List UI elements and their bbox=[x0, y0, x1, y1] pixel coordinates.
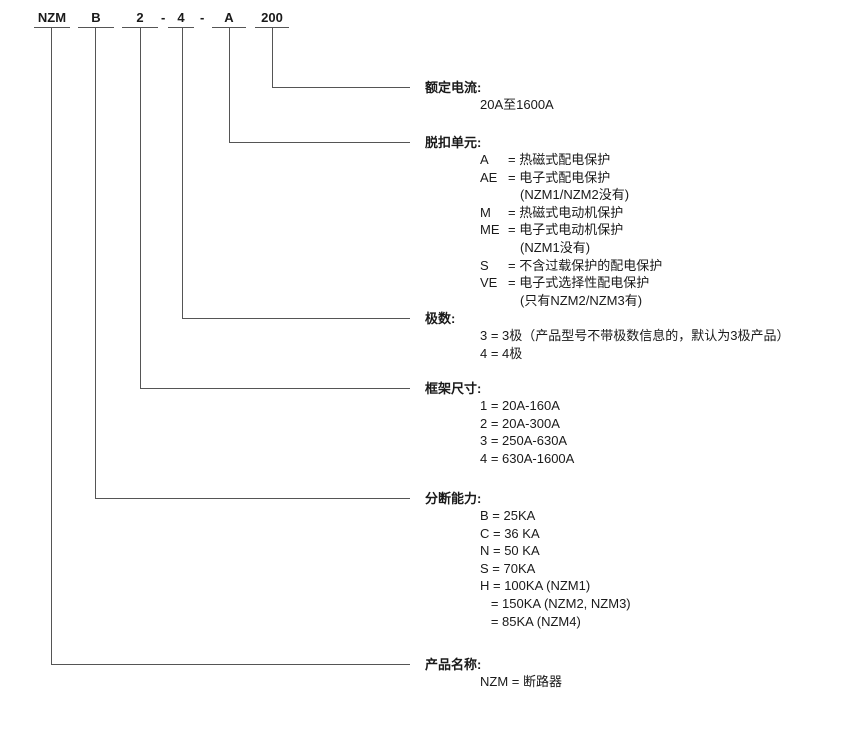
connector-frame-size-v bbox=[140, 28, 141, 389]
code-part-poles: 4 bbox=[177, 10, 185, 25]
list-item-note: (只有NZM2/NZM3有) bbox=[520, 292, 643, 308]
section-title: 极数: bbox=[425, 311, 456, 326]
section-items: 3 = 3极（产品型号不带极数信息的，默认为3极产品） 4 = 4极 bbox=[480, 327, 790, 362]
connector-frame-size-h bbox=[140, 388, 410, 389]
connector-poles-h bbox=[182, 318, 410, 319]
connector-breaking-capacity-h bbox=[95, 498, 410, 499]
section-rated-current: 额定电流: 20A至1600A bbox=[425, 79, 554, 114]
section-trip-unit: 脱扣单元: A= 热磁式配电保护 AE= 电子式配电保护 (NZM1/NZM2没… bbox=[425, 134, 662, 309]
list-item: 4 = 630A-1600A bbox=[480, 450, 575, 466]
code-underline-breaking-capacity bbox=[78, 27, 114, 28]
code-underline-trip-unit bbox=[212, 27, 246, 28]
code-underline-frame-size bbox=[122, 27, 158, 28]
section-poles: 极数: 3 = 3极（产品型号不带极数信息的，默认为3极产品） 4 = 4极 bbox=[425, 310, 790, 362]
list-item: B = 25KA bbox=[480, 508, 536, 523]
list-item: ME= 电子式电动机保护 bbox=[480, 222, 624, 238]
section-title: 框架尺寸: bbox=[425, 381, 482, 396]
code-separator-2: - bbox=[200, 10, 205, 25]
list-item: C = 36 KA bbox=[480, 525, 540, 541]
code-part-rated-current: 200 bbox=[261, 10, 283, 25]
list-item: S = 70KA bbox=[480, 560, 536, 576]
connector-rated-current-h bbox=[272, 87, 410, 88]
list-item: = 150KA (NZM2, NZM3) bbox=[480, 595, 631, 611]
list-item-note: (NZM1/NZM2没有) bbox=[520, 187, 630, 203]
section-frame-size: 框架尺寸: 1 = 20A-160A 2 = 20A-300A 3 = 250A… bbox=[425, 380, 574, 467]
list-item: 3 = 250A-630A bbox=[480, 433, 568, 449]
connector-product-name-v bbox=[51, 28, 52, 665]
code-part-frame-size: 2 bbox=[136, 10, 144, 25]
list-item: VE= 电子式选择性配电保护 bbox=[480, 275, 650, 291]
section-product-name: 产品名称: NZM = 断路器 bbox=[425, 656, 562, 691]
list-item: 1 = 20A-160A bbox=[480, 398, 560, 413]
list-item: NZM = 断路器 bbox=[480, 674, 562, 689]
code-separator-1: - bbox=[161, 10, 166, 25]
list-item: = 85KA (NZM4) bbox=[480, 613, 581, 629]
list-item: H = 100KA (NZM1) bbox=[480, 578, 591, 594]
connector-poles-v bbox=[182, 28, 183, 319]
list-item: N = 50 KA bbox=[480, 543, 540, 559]
list-item: 4 = 4极 bbox=[480, 345, 523, 361]
code-underline-nzm bbox=[34, 27, 70, 28]
section-items: 1 = 20A-160A 2 = 20A-300A 3 = 250A-630A … bbox=[480, 397, 574, 467]
code-part-nzm: NZM bbox=[37, 10, 67, 25]
list-item: 20A至1600A bbox=[480, 97, 554, 112]
section-items: A= 热磁式配电保护 AE= 电子式配电保护 (NZM1/NZM2没有) M= … bbox=[480, 151, 662, 309]
list-item-note: (NZM1没有) bbox=[520, 239, 591, 255]
list-item: 2 = 20A-300A bbox=[480, 415, 560, 431]
code-underline-rated-current bbox=[255, 27, 289, 28]
section-breaking-capacity: 分断能力: B = 25KA C = 36 KA N = 50 KA S = 7… bbox=[425, 490, 631, 630]
list-item: AE= 电子式配电保护 bbox=[480, 169, 611, 185]
connector-rated-current-v bbox=[272, 28, 273, 88]
section-title: 额定电流: bbox=[425, 80, 482, 95]
section-items: B = 25KA C = 36 KA N = 50 KA S = 70KA H … bbox=[480, 507, 631, 630]
section-items: 20A至1600A bbox=[480, 96, 554, 114]
list-item: M= 热磁式电动机保护 bbox=[480, 204, 624, 220]
list-item: A= 热磁式配电保护 bbox=[480, 152, 611, 167]
code-underline-poles bbox=[168, 27, 194, 28]
section-title: 产品名称: bbox=[425, 657, 482, 672]
list-item: 3 = 3极（产品型号不带极数信息的，默认为3极产品） bbox=[480, 328, 790, 343]
section-title: 分断能力: bbox=[425, 491, 482, 506]
code-part-breaking-capacity: B bbox=[91, 10, 101, 25]
list-item: S= 不含过载保护的配电保护 bbox=[480, 257, 663, 273]
connector-product-name-h bbox=[51, 664, 410, 665]
connector-trip-unit-v bbox=[229, 28, 230, 143]
code-part-trip-unit: A bbox=[224, 10, 234, 25]
connector-trip-unit-h bbox=[229, 142, 410, 143]
section-items: NZM = 断路器 bbox=[480, 673, 562, 691]
connector-breaking-capacity-v bbox=[95, 28, 96, 499]
section-title: 脱扣单元: bbox=[425, 135, 482, 150]
